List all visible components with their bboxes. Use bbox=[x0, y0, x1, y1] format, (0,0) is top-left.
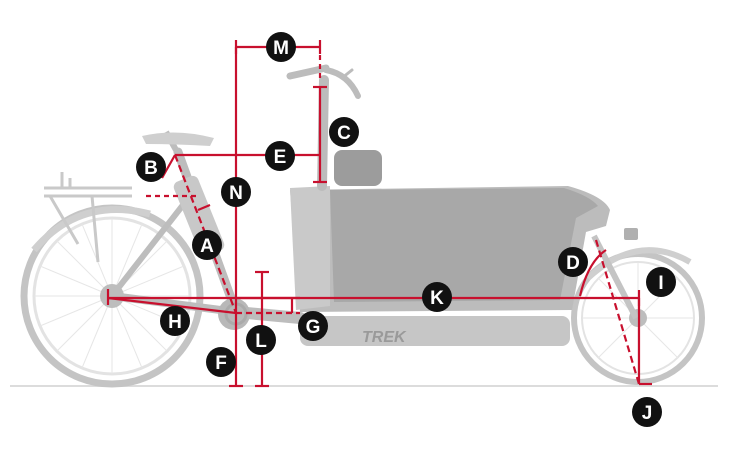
measure-h-line bbox=[107, 296, 237, 315]
cargo-box: TREK bbox=[290, 186, 610, 346]
measurement-labels: M C E B N A D I K H G L F J bbox=[136, 32, 676, 427]
label-badge-k: K bbox=[422, 282, 452, 312]
svg-text:K: K bbox=[430, 288, 444, 309]
cockpit bbox=[286, 64, 361, 191]
label-badge-g: G bbox=[298, 311, 328, 341]
svg-text:G: G bbox=[306, 317, 321, 338]
label-badge-b: B bbox=[136, 152, 166, 182]
rear-rack bbox=[44, 172, 132, 263]
label-badge-n: N bbox=[221, 177, 251, 207]
svg-text:J: J bbox=[642, 403, 653, 424]
label-badge-l: L bbox=[246, 325, 276, 355]
measure-a-line bbox=[173, 154, 238, 314]
svg-text:E: E bbox=[274, 147, 287, 168]
label-badge-c: C bbox=[329, 117, 359, 147]
label-badge-i: I bbox=[646, 267, 676, 297]
label-badge-m: M bbox=[266, 32, 296, 62]
label-badge-d: D bbox=[558, 247, 588, 277]
label-badge-a: A bbox=[192, 230, 222, 260]
svg-text:A: A bbox=[200, 236, 214, 257]
svg-text:I: I bbox=[658, 273, 663, 294]
svg-text:F: F bbox=[215, 353, 227, 374]
svg-text:B: B bbox=[144, 158, 158, 179]
brand-mark: TREK bbox=[362, 329, 407, 346]
svg-text:H: H bbox=[168, 312, 182, 333]
svg-text:N: N bbox=[229, 183, 243, 204]
label-badge-e: E bbox=[265, 141, 295, 171]
measure-d-line bbox=[594, 239, 641, 385]
svg-text:L: L bbox=[255, 331, 267, 352]
label-badge-h: H bbox=[160, 306, 190, 336]
label-badge-f: F bbox=[206, 347, 236, 377]
svg-text:C: C bbox=[337, 123, 351, 144]
svg-text:D: D bbox=[566, 253, 580, 274]
label-badge-j: J bbox=[632, 397, 662, 427]
svg-text:M: M bbox=[273, 38, 289, 59]
cargo-bike-silhouette: TREK bbox=[20, 64, 705, 388]
